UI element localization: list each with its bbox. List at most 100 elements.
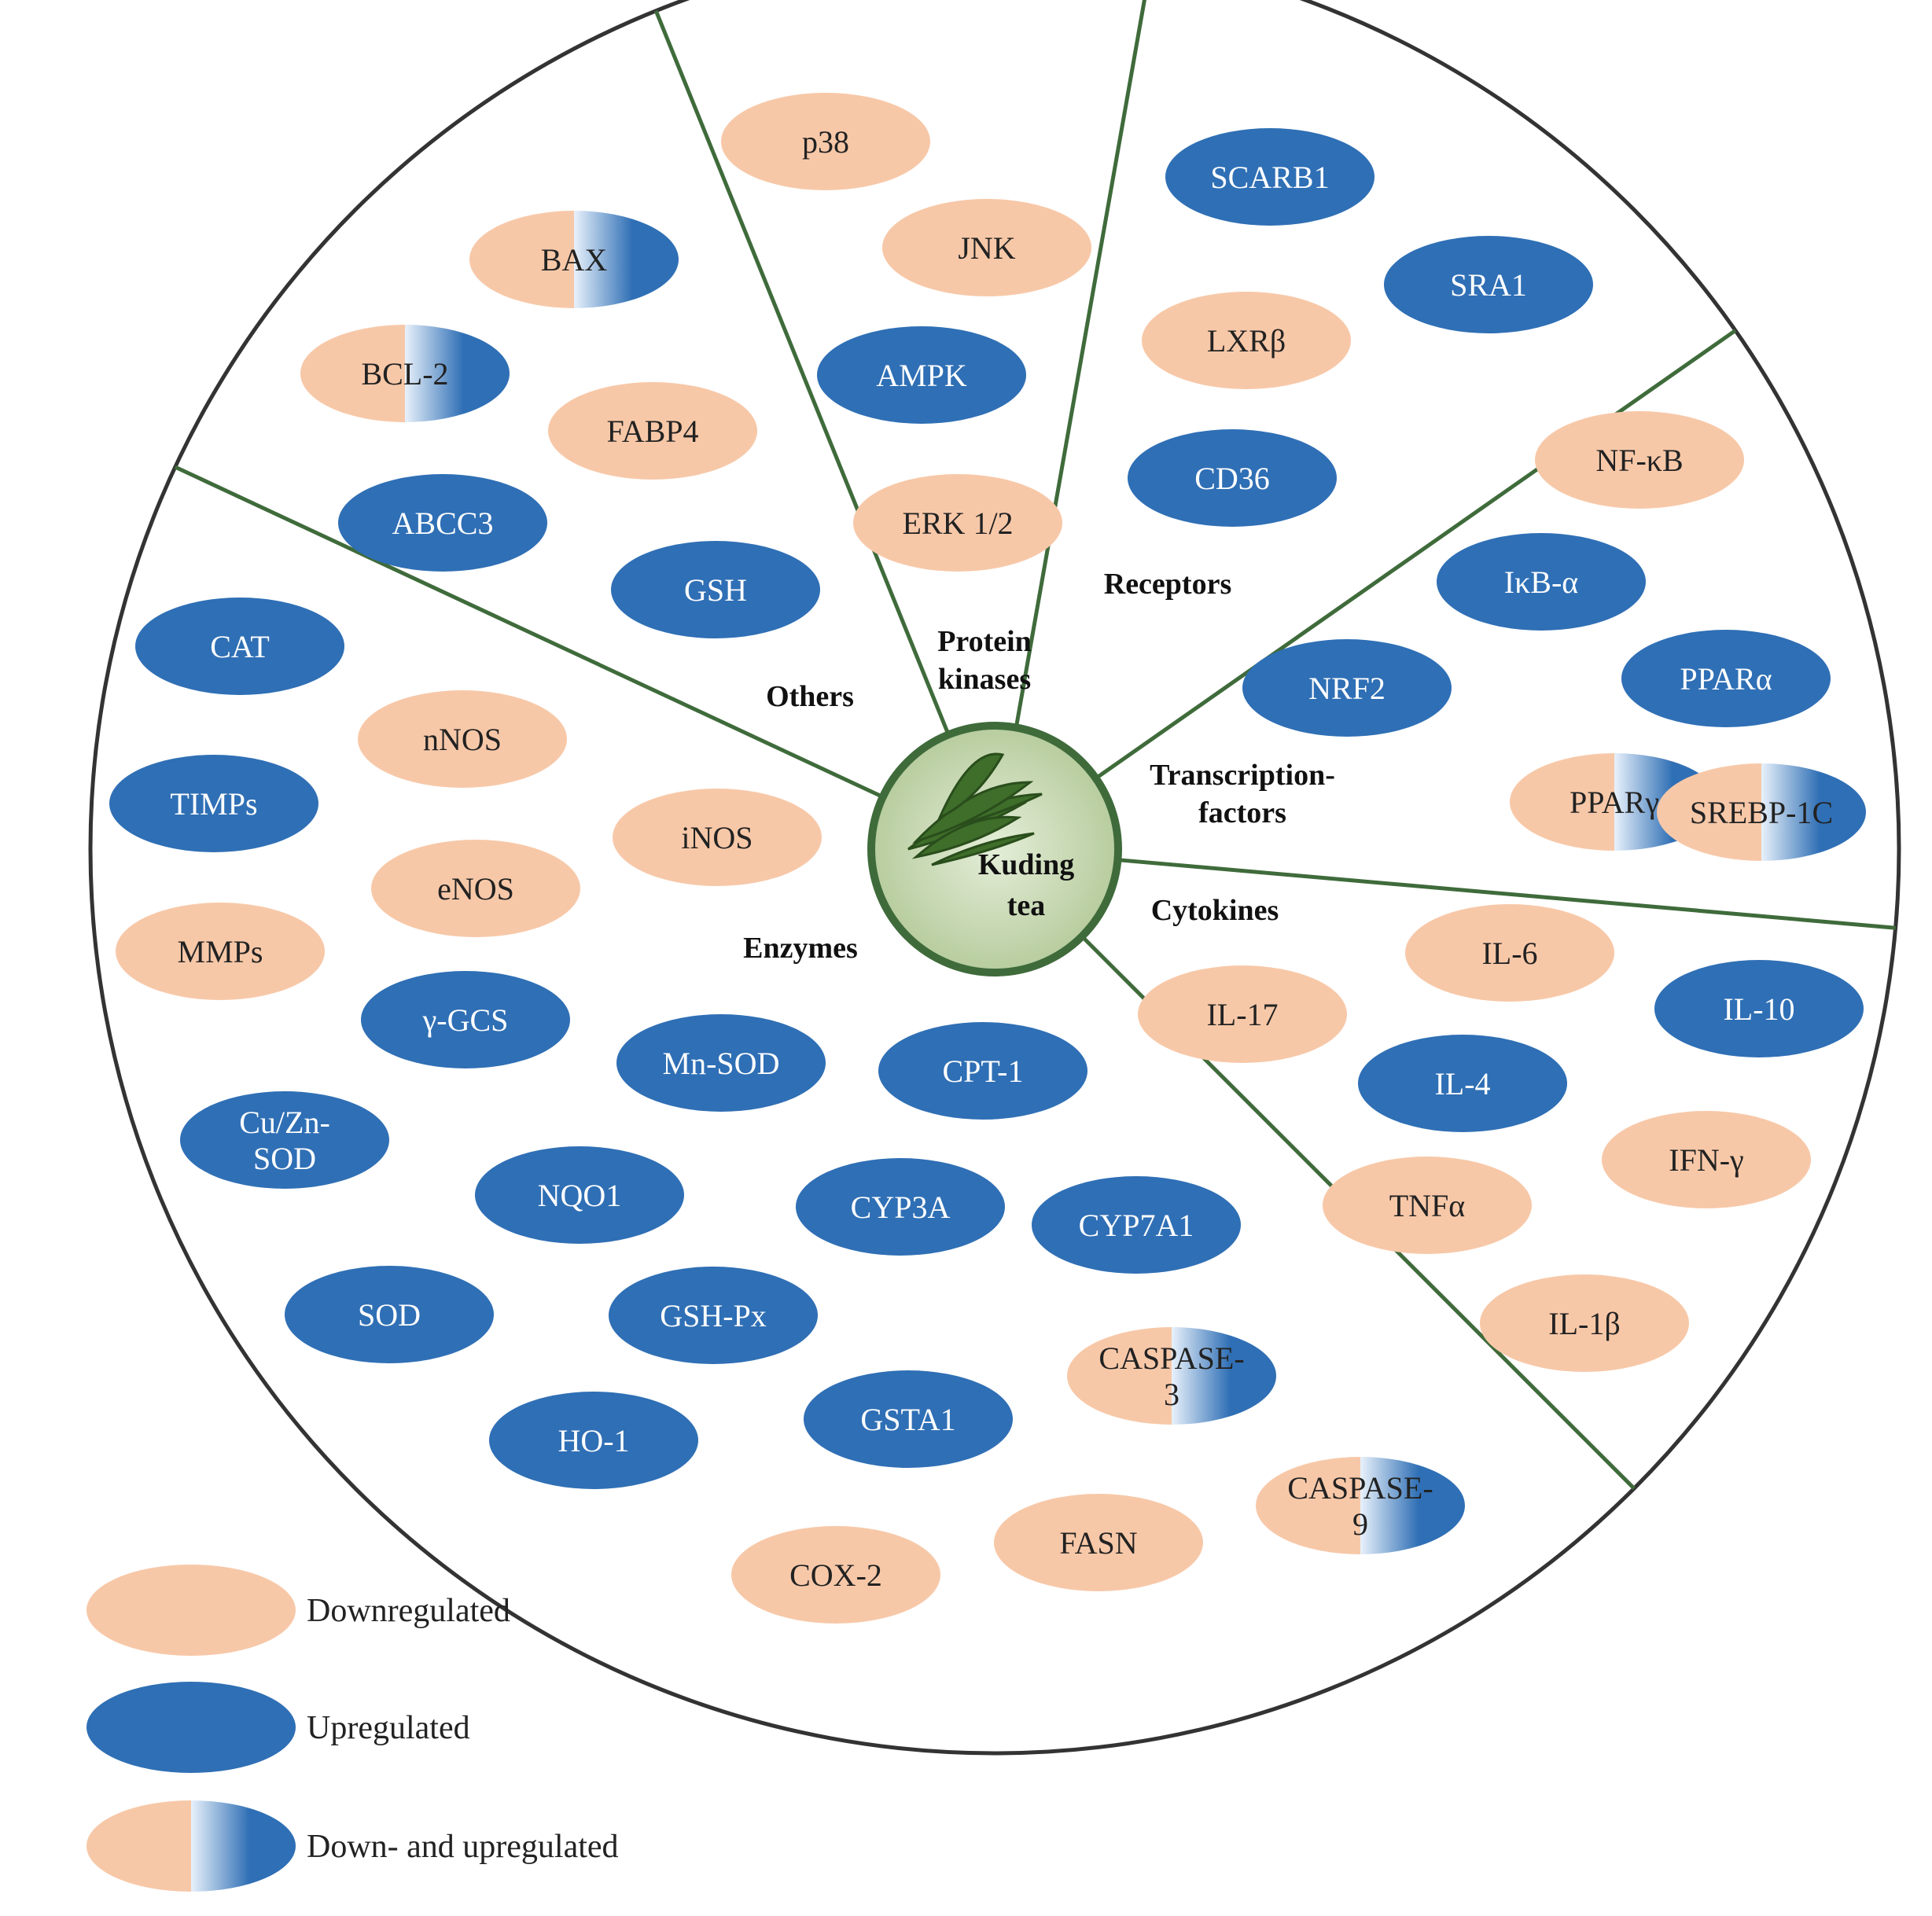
legend-swatch: [86, 1682, 296, 1773]
node-ellipse: [1602, 1111, 1811, 1208]
node-srebp-1c: SREBP-1C: [1657, 763, 1866, 861]
node-lxr: LXRβ: [1142, 292, 1351, 389]
node-fabp4: FABP4: [548, 382, 757, 480]
node-label: GSTA1: [860, 1402, 955, 1437]
node-ellipse: [878, 1022, 1087, 1120]
node-ellipse: [1437, 533, 1646, 631]
node-label: γ-GCS: [422, 1002, 509, 1038]
node-ellipse: [796, 1158, 1005, 1256]
node-cpt-1: CPT-1: [878, 1022, 1087, 1120]
node-mn-sod: Mn-SOD: [616, 1014, 826, 1112]
node-ellipse: [613, 789, 822, 886]
node-ellipse: [721, 93, 930, 190]
node-label: IL-4: [1434, 1066, 1490, 1101]
node-label: NRF2: [1308, 671, 1386, 706]
node-label: BCL-2: [361, 356, 448, 392]
node-il-10: IL-10: [1654, 960, 1864, 1057]
sector-label-enzymes: Enzymes: [743, 932, 858, 965]
node-gsh: GSH: [611, 541, 820, 638]
node-label: CAT: [210, 629, 270, 664]
node-nnos: nNOS: [358, 690, 567, 788]
node-ellipse: [361, 971, 570, 1068]
node-ellipse: [609, 1267, 818, 1364]
node-bcl-2: BCL-2: [300, 325, 510, 422]
node-gsh-px: GSH-Px: [609, 1267, 818, 1364]
node-ellipse: [1138, 965, 1347, 1063]
node-ellipse: [1242, 639, 1452, 737]
node-label: eNOS: [437, 871, 514, 907]
node-nrf2: NRF2: [1242, 639, 1452, 737]
legend-label: Down- and upregulated: [307, 1829, 619, 1865]
node-label: p38: [802, 124, 849, 160]
node-ellipse: [1128, 429, 1337, 527]
node-label: CYP7A1: [1079, 1208, 1194, 1243]
node-label: JNK: [958, 230, 1015, 266]
node-ellipse: [1142, 292, 1351, 389]
node-ellipse: [1405, 904, 1614, 1002]
node-ellipse: [109, 755, 318, 852]
node-ellipse: [116, 903, 325, 1000]
node-ifn: IFN-γ: [1602, 1111, 1811, 1208]
node-cu-zn-sod: Cu/Zn-SOD: [180, 1091, 389, 1189]
node-label: AMPK: [876, 358, 967, 393]
node-label: LXRβ: [1207, 323, 1286, 359]
node-label: COX-2: [789, 1557, 882, 1593]
legend-item-both: Down- and upregulated: [86, 1800, 619, 1892]
node-ellipse: [1256, 1457, 1465, 1554]
node-label: SCARB1: [1210, 160, 1329, 195]
sector-divider: [1095, 329, 1737, 780]
node-label: ABCC3: [392, 506, 494, 541]
node-ellipse: [1621, 630, 1831, 727]
node-label: PPARγ: [1570, 785, 1659, 820]
node-label: SOD: [358, 1297, 421, 1333]
node-ellipse: [731, 1526, 940, 1624]
legend-swatch: [86, 1800, 296, 1892]
node-ellipse: [469, 211, 679, 308]
node-label: MMPs: [178, 934, 263, 969]
node-ellipse: [804, 1370, 1013, 1468]
node-mmps: MMPs: [116, 903, 325, 1000]
node-label: FABP4: [606, 414, 698, 449]
node-jnk: JNK: [882, 199, 1091, 296]
node-ellipse: [1067, 1327, 1276, 1425]
node-caspase-9: CASPASE-9: [1256, 1457, 1465, 1554]
node-abcc3: ABCC3: [338, 474, 547, 572]
node-label: NF-κB: [1595, 443, 1683, 478]
node-cox-2: COX-2: [731, 1526, 940, 1624]
sector-divider: [653, 9, 951, 736]
node-label: IL-6: [1481, 936, 1537, 971]
legend-item-down: Downregulated: [86, 1565, 510, 1656]
legend-item-up: Upregulated: [86, 1682, 470, 1773]
node-il-17: IL-17: [1138, 965, 1347, 1063]
node-il-4: IL-4: [1358, 1035, 1567, 1132]
node-scarb1: SCARB1: [1165, 128, 1374, 226]
node-ellipse: [285, 1266, 494, 1363]
node-inos: iNOS: [613, 789, 822, 886]
node-label: iNOS: [681, 820, 753, 855]
node-ellipse: [358, 690, 567, 788]
node-ellipse: [548, 382, 757, 480]
node-label: nNOS: [423, 722, 502, 757]
sector-label-others: Others: [766, 680, 854, 713]
node-ellipse: [1323, 1157, 1532, 1254]
node-gcs: γ-GCS: [361, 971, 570, 1068]
node-label: CPT-1: [942, 1054, 1023, 1089]
node-il-6: IL-6: [1405, 904, 1614, 1002]
node-cat: CAT: [135, 598, 344, 695]
legend-swatch: [86, 1565, 296, 1656]
legend-label: Upregulated: [307, 1710, 470, 1746]
node-label: CYP3A: [851, 1190, 951, 1225]
node-label: IκB-α: [1504, 565, 1578, 600]
sector-divider: [1014, 0, 1146, 728]
node-ellipse: [1358, 1035, 1567, 1132]
node-label: GSH-Px: [660, 1298, 767, 1333]
node-p38: p38: [721, 93, 930, 190]
node-label: IL-1β: [1548, 1306, 1620, 1341]
node-ellipse: [338, 474, 547, 572]
